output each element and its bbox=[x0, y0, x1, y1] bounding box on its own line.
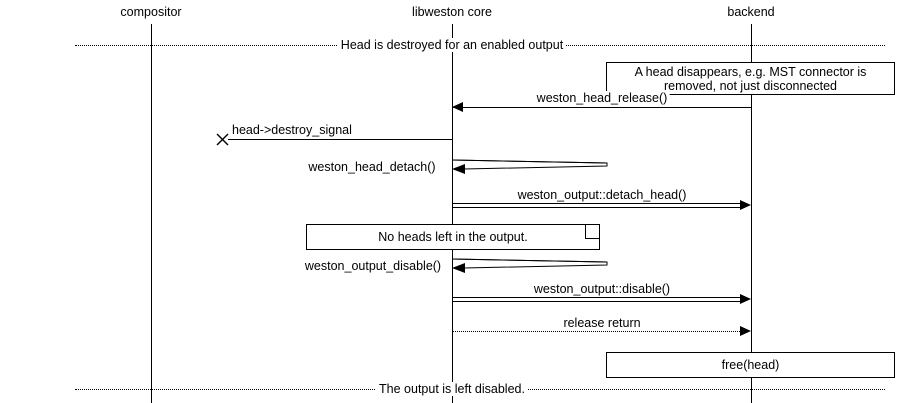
separator-label-top: Head is destroyed for an enabled output bbox=[337, 38, 567, 52]
separator-label-bottom: The output is left disabled. bbox=[376, 382, 528, 396]
note-mst-line2: removed, not just disconnected bbox=[663, 78, 838, 93]
lost-message-x-icon bbox=[216, 133, 229, 146]
arrowhead-weston-head-release bbox=[452, 102, 463, 112]
message-line-release-return bbox=[452, 331, 742, 332]
arrowhead-release-return bbox=[740, 326, 751, 336]
lifeline-backend bbox=[751, 24, 752, 403]
lifeline-header-libweston-core: libweston core bbox=[412, 5, 492, 19]
note-free-head: free(head) bbox=[606, 352, 895, 378]
message-line-weston-output-detach-head-2 bbox=[452, 207, 744, 208]
lifeline-header-compositor: compositor bbox=[120, 5, 182, 19]
message-line-weston-output-disable-cb bbox=[452, 297, 744, 298]
lifeline-libweston-core bbox=[452, 24, 453, 403]
message-line-weston-output-disable-cb-2 bbox=[452, 301, 744, 302]
self-call-weston-output-disable bbox=[452, 258, 608, 273]
message-label-weston-output-disable-cb: weston_output::disable() bbox=[531, 282, 673, 296]
note-no-heads-left-text: No heads left in the output. bbox=[378, 230, 528, 244]
message-line-head-destroy-signal bbox=[228, 139, 452, 140]
message-label-weston-output-disable: weston_output_disable() bbox=[302, 259, 444, 273]
message-label-weston-output-detach-head: weston_output::detach_head() bbox=[515, 188, 689, 202]
note-no-heads-left: No heads left in the output. bbox=[306, 224, 600, 250]
lifeline-compositor bbox=[151, 24, 152, 403]
arrowhead-weston-output-disable-cb bbox=[740, 294, 751, 304]
note-mst-connector: A head disappears, e.g. MST connector is… bbox=[606, 62, 895, 95]
lifeline-header-backend: backend bbox=[727, 5, 775, 19]
note-mst-line1: A head disappears, e.g. MST connector is bbox=[634, 64, 867, 79]
arrowhead-weston-output-detach-head bbox=[740, 200, 751, 210]
note-fold-corner-icon bbox=[585, 225, 599, 239]
message-label-weston-head-release: weston_head_release() bbox=[534, 91, 670, 105]
note-free-head-text: free(head) bbox=[721, 358, 780, 372]
message-label-head-destroy-signal: head->destroy_signal bbox=[230, 123, 354, 137]
message-line-weston-head-release bbox=[452, 107, 751, 108]
message-label-release-return: release return bbox=[561, 316, 643, 330]
self-call-weston-head-detach bbox=[452, 159, 608, 174]
message-label-weston-head-detach: weston_head_detach() bbox=[306, 160, 438, 174]
message-line-weston-output-detach-head bbox=[452, 203, 744, 204]
